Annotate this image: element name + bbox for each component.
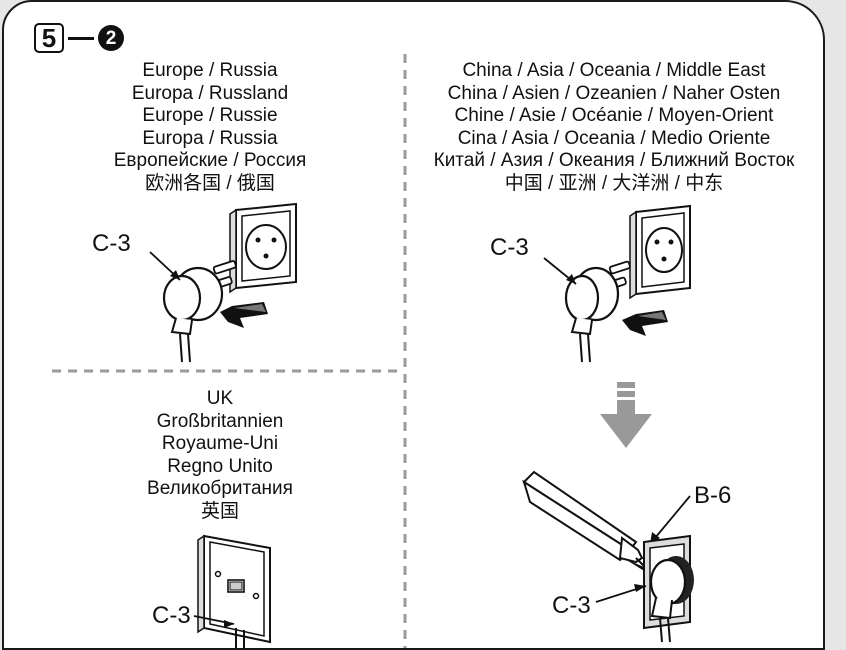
step-dash	[68, 36, 94, 40]
tool-application-illustration	[522, 470, 694, 643]
europe-line: Europa / Russia	[142, 127, 278, 149]
china-plug-icon	[564, 260, 631, 363]
china-line: China / Asia / Oceania / Middle East	[462, 60, 766, 81]
china-plug-illustration	[543, 204, 691, 363]
china-line: Chine / Asie / Océanie / Moyen-Orient	[454, 105, 774, 126]
europe-line: Europe / Russie	[142, 105, 278, 126]
step-number: 5	[34, 23, 64, 53]
installed-plug-icon	[643, 534, 694, 643]
europe-plug-illustration	[149, 202, 297, 363]
step-sub-number: 2	[98, 25, 124, 51]
uk-line: Великобритания	[147, 478, 293, 499]
uk-line: UK	[206, 388, 234, 409]
china-line: Китай / Азия / Океания / Ближний Восток	[433, 150, 795, 171]
china-line: China / Asien / Ozeanien / Naher Osten	[447, 82, 781, 104]
uk-line: Royaume-Uni	[161, 433, 279, 454]
tool-part-label: B-6	[694, 482, 732, 509]
panel-dividers	[52, 54, 407, 648]
uk-part-label: C-3	[152, 602, 191, 629]
europe-line: Europa / Russland	[131, 82, 289, 104]
europe-part-label: C-3	[92, 230, 131, 257]
next-step-arrow-icon	[600, 382, 652, 448]
uk-line: 英国	[200, 500, 239, 522]
europe-line: Europe / Russia	[142, 60, 278, 81]
uk-region-text: UK Großbritannien Royaume-Uni Regno Unit…	[90, 388, 350, 523]
uk-line: Großbritannien	[156, 410, 284, 432]
europe-region-text: Europe / Russia Europa / Russland Europe…	[80, 60, 340, 195]
europe-line: Европейские / Россия	[113, 150, 307, 171]
china-part-label: C-3	[490, 234, 529, 261]
china-line: 中国 / 亚洲 / 大洋洲 / 中东	[504, 172, 724, 194]
result-plug-part-label: C-3	[552, 592, 591, 619]
europe-socket-icon	[229, 202, 297, 294]
china-region-text: China / Asia / Oceania / Middle East Chi…	[414, 60, 814, 195]
europe-plug-icon	[162, 260, 237, 363]
uk-line: Regno Unito	[167, 455, 273, 477]
instruction-frame: 5 2 Europe / Russia Europa / Russland Eu…	[2, 0, 825, 650]
push-arrow-icon	[622, 310, 668, 336]
uk-socket-illustration	[193, 534, 271, 648]
china-line: Cina / Asia / Oceania / Medio Oriente	[457, 127, 771, 149]
europe-line: 欧洲各国 / 俄国	[145, 172, 275, 194]
step-badge: 5 2	[34, 18, 124, 58]
china-socket-icon	[629, 204, 691, 300]
uk-socket-icon	[197, 534, 271, 648]
tube-icon	[522, 470, 647, 571]
push-arrow-icon	[220, 302, 268, 328]
